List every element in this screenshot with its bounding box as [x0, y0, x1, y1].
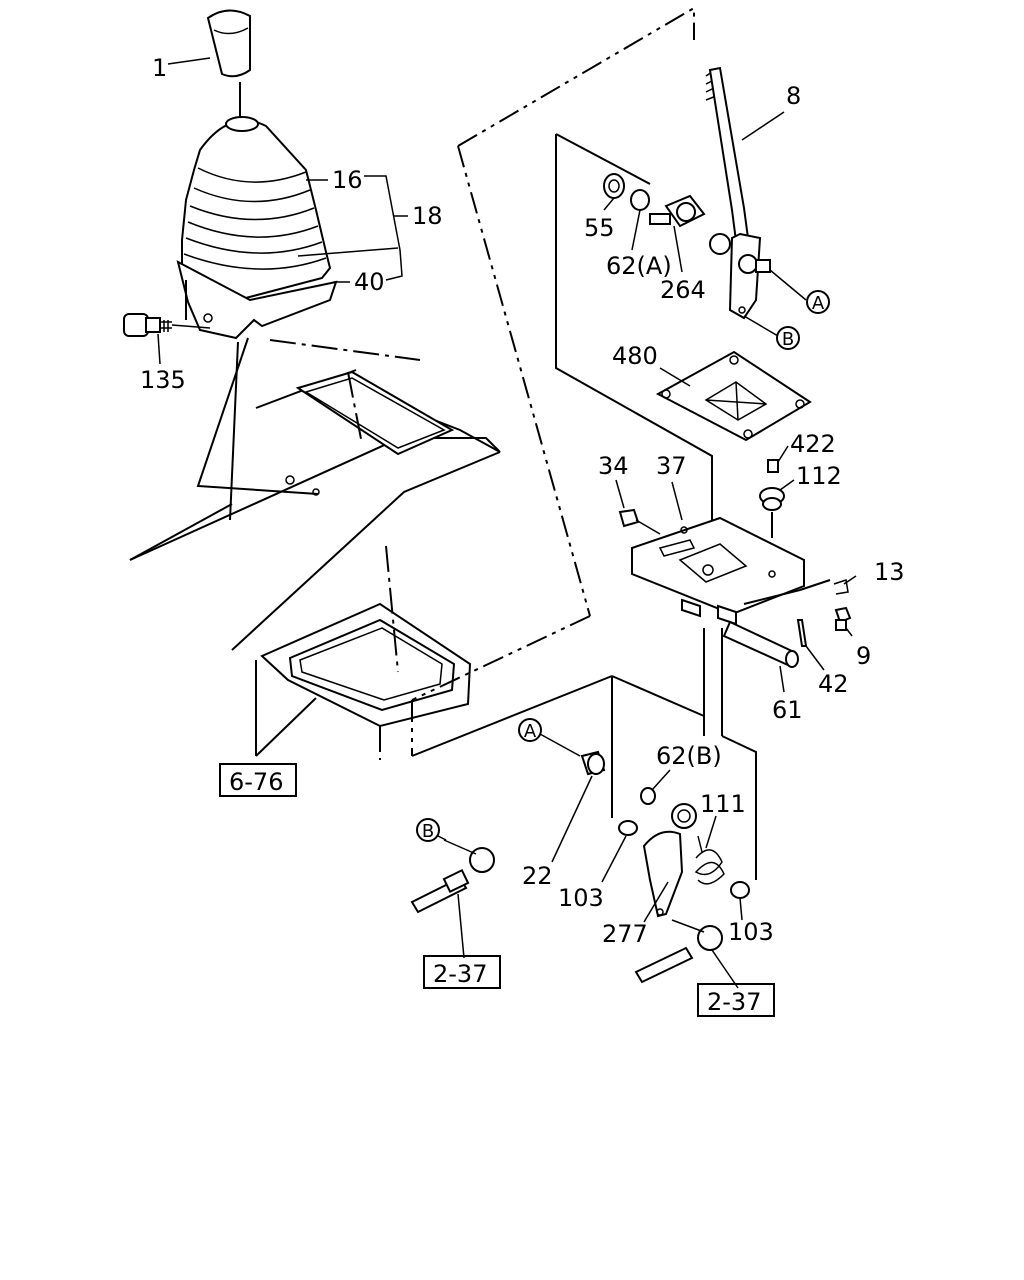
callout-16: 16 — [332, 166, 363, 194]
rod-end-right-part — [634, 919, 723, 984]
callout-34: 34 — [598, 452, 629, 480]
callout-103-right: 103 — [728, 918, 774, 946]
floor-plate — [129, 369, 501, 728]
callout-61: 61 — [772, 696, 803, 724]
marker-b-lower-label: B — [422, 821, 434, 842]
marker-b-lower: B — [416, 818, 440, 842]
ref-2-37-right-label: 2-37 — [707, 988, 761, 1016]
callout-62b: 62(B) — [656, 742, 722, 770]
ring-55-part — [603, 173, 625, 199]
callout-111: 111 — [700, 790, 746, 818]
knob-part — [206, 9, 251, 118]
callout-8: 8 — [786, 82, 801, 110]
ref-2-37-left-label: 2-37 — [433, 960, 487, 988]
callout-135: 135 — [140, 366, 186, 394]
callout-37: 37 — [656, 452, 687, 480]
ref-6-76-label: 6-76 — [229, 768, 283, 796]
lever-277-part — [642, 803, 697, 918]
marker-a-lower: A — [518, 718, 542, 742]
ref-box-2-37-left: 2-37 — [423, 955, 501, 989]
bushing-103-right-part — [730, 881, 750, 899]
grommet-112-part — [759, 459, 785, 511]
clip-13-part — [833, 579, 849, 595]
callout-22: 22 — [522, 862, 553, 890]
leader-lines — [157, 57, 857, 989]
ref-box-6-76: 6-76 — [219, 763, 297, 797]
boot-part — [176, 116, 338, 340]
marker-b-top: B — [776, 326, 800, 350]
ball-joint-264-part — [649, 194, 731, 255]
rod-end-left-part — [410, 839, 495, 914]
marker-a-top-label: A — [812, 293, 825, 314]
bolt-9-part — [834, 606, 852, 631]
callout-9: 9 — [856, 642, 871, 670]
pin-42-part — [796, 619, 808, 647]
callout-62a: 62(A) — [606, 252, 672, 280]
spring-111-part — [694, 835, 725, 885]
marker-a-top: A — [806, 290, 830, 314]
marker-b-top-label: B — [782, 329, 794, 350]
callout-264: 264 — [660, 276, 706, 304]
bushing-22-part — [580, 750, 606, 776]
clip-62b-part — [640, 787, 656, 805]
callout-1: 1 — [152, 54, 167, 82]
callout-13: 13 — [874, 558, 905, 586]
callout-277: 277 — [602, 920, 648, 948]
shift-rod-part — [705, 66, 771, 320]
callout-55: 55 — [584, 214, 615, 242]
marker-a-lower-label: A — [524, 721, 537, 742]
callout-480: 480 — [612, 342, 658, 370]
clip-62a-part — [630, 189, 650, 211]
nut-34-part — [618, 508, 640, 528]
callout-422: 422 — [790, 430, 836, 458]
shaft-61-part — [722, 620, 799, 668]
callout-18: 18 — [412, 202, 443, 230]
bolt-135-part — [123, 313, 211, 337]
bushing-103-left-part — [618, 820, 638, 836]
cover-480-part — [655, 350, 812, 442]
ref-box-2-37-right: 2-37 — [697, 983, 775, 1017]
callout-42: 42 — [818, 670, 849, 698]
bracket-37-part — [631, 516, 805, 626]
callout-112: 112 — [796, 462, 842, 490]
callout-40: 40 — [354, 268, 385, 296]
callout-103-left: 103 — [558, 884, 604, 912]
